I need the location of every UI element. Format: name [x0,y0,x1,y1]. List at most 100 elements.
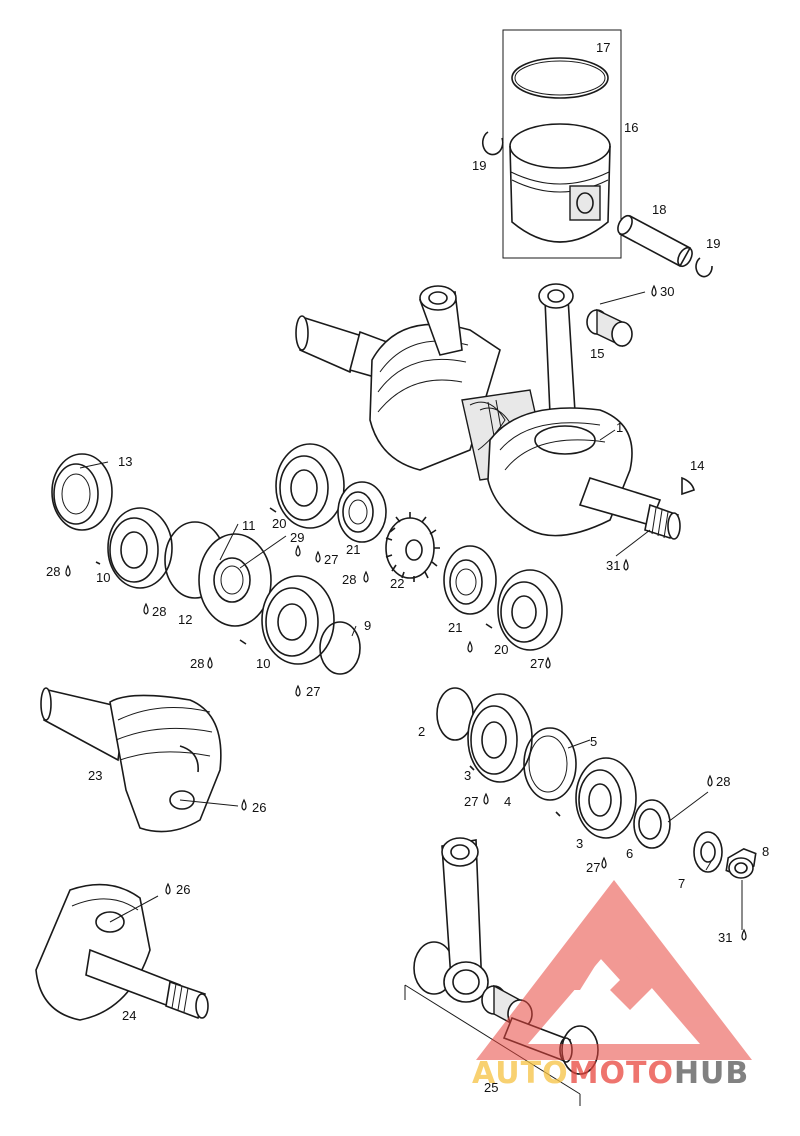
label-24: 24 [122,1008,136,1023]
label-5: 5 [590,734,597,749]
label-10-mid: 10 [256,656,270,671]
drop-icon [207,656,213,669]
piston-ring [511,57,609,99]
piston-pin-clip [695,257,713,278]
label-3-bottom: 3 [576,836,583,851]
piston-pin-clip [481,131,504,156]
label-28-d: 28 [190,656,204,671]
label-16: 16 [624,120,638,135]
crankshaft-assembly [295,283,681,540]
label-26-b: 26 [176,882,190,897]
label-31-top: 31 [606,558,620,573]
seal-21-top [337,481,387,543]
nut-8 [725,847,757,879]
drop-icon [295,544,301,557]
ring-5 [523,727,577,801]
drop-icon [315,550,321,563]
drop-icon [623,558,629,571]
woodruff-key-14 [681,476,695,496]
washer-7 [693,831,723,873]
gear-22 [385,512,440,582]
label-30: 30 [660,284,674,299]
label-17: 17 [596,40,610,55]
drop-icon [295,684,301,697]
label-14: 14 [690,458,704,473]
drop-icon [545,656,551,669]
label-3-top: 3 [464,768,471,783]
label-28-b: 28 [152,604,166,619]
bearing-10-mid [261,575,335,665]
drop-icon [165,882,171,895]
plate-11 [198,533,272,627]
label-21-top: 21 [346,542,360,557]
drop-icon [363,570,369,583]
label-10-left: 10 [96,570,110,585]
label-20-bottom: 20 [494,642,508,657]
label-23: 23 [88,768,102,783]
piston-pin [617,214,693,268]
bearing-3 [575,757,637,839]
drop-icon [467,640,473,653]
label-28-e: 28 [716,774,730,789]
label-4: 4 [504,794,511,809]
label-28-a: 28 [46,564,60,579]
drop-icon [651,284,657,297]
label-9: 9 [364,618,371,633]
label-13: 13 [118,454,132,469]
bearing-20-bottom [497,569,563,651]
watermark-moto: MOTO [569,1056,674,1091]
label-28-c: 28 [342,572,356,587]
needle-bearing-15 [586,308,633,348]
label-20-top: 20 [272,516,286,531]
label-27-e: 27 [586,860,600,875]
bearing-4 [467,693,533,783]
label-27-d: 27 [464,794,478,809]
label-6: 6 [626,846,633,861]
drop-icon [65,564,71,577]
leader-lines [79,291,743,930]
label-22: 22 [390,576,404,591]
part-labels: 17 16 19 18 19 30 15 1 14 31 13 28 10 28… [46,40,769,1095]
drop-icon [707,774,713,787]
piston [509,123,611,243]
ring-9 [319,621,361,675]
seal-21-bottom [443,545,497,615]
crank-half-23 [40,687,222,833]
label-19-right: 19 [706,236,720,251]
watermark-auto: AUTO [472,1056,569,1091]
label-12: 12 [178,612,192,627]
oil-seal-13 [51,453,113,531]
label-15: 15 [590,346,604,361]
label-1: 1 [616,420,623,435]
label-27-c: 27 [530,656,544,671]
label-31-bottom: 31 [718,930,732,945]
label-25: 25 [484,1080,498,1095]
watermark-logo [476,880,752,1060]
label-19-top: 19 [472,158,486,173]
drop-icon [483,792,489,805]
lubricant-drop-icons [65,284,747,941]
label-26-a: 26 [252,800,266,815]
dowel-pins [95,507,561,817]
label-29: 29 [290,530,304,545]
label-11: 11 [242,518,256,533]
drop-icon [601,856,607,869]
watermark-text: AUTOMOTOHUB [472,1056,749,1091]
drop-icon [241,798,247,811]
drop-icon [741,928,747,941]
bearing-20-top [275,443,345,529]
seal-6 [633,799,671,849]
label-27-b: 27 [306,684,320,699]
label-8: 8 [762,844,769,859]
label-27-a: 27 [324,552,338,567]
drop-icon [143,602,149,615]
watermark-hub: HUB [674,1056,749,1091]
crank-half-24 [35,883,209,1021]
label-2: 2 [418,724,425,739]
piston-assembly-box [481,29,713,278]
label-21-bottom: 21 [448,620,462,635]
label-18: 18 [652,202,666,217]
bearing-10-left [107,507,173,589]
label-7: 7 [678,876,685,891]
